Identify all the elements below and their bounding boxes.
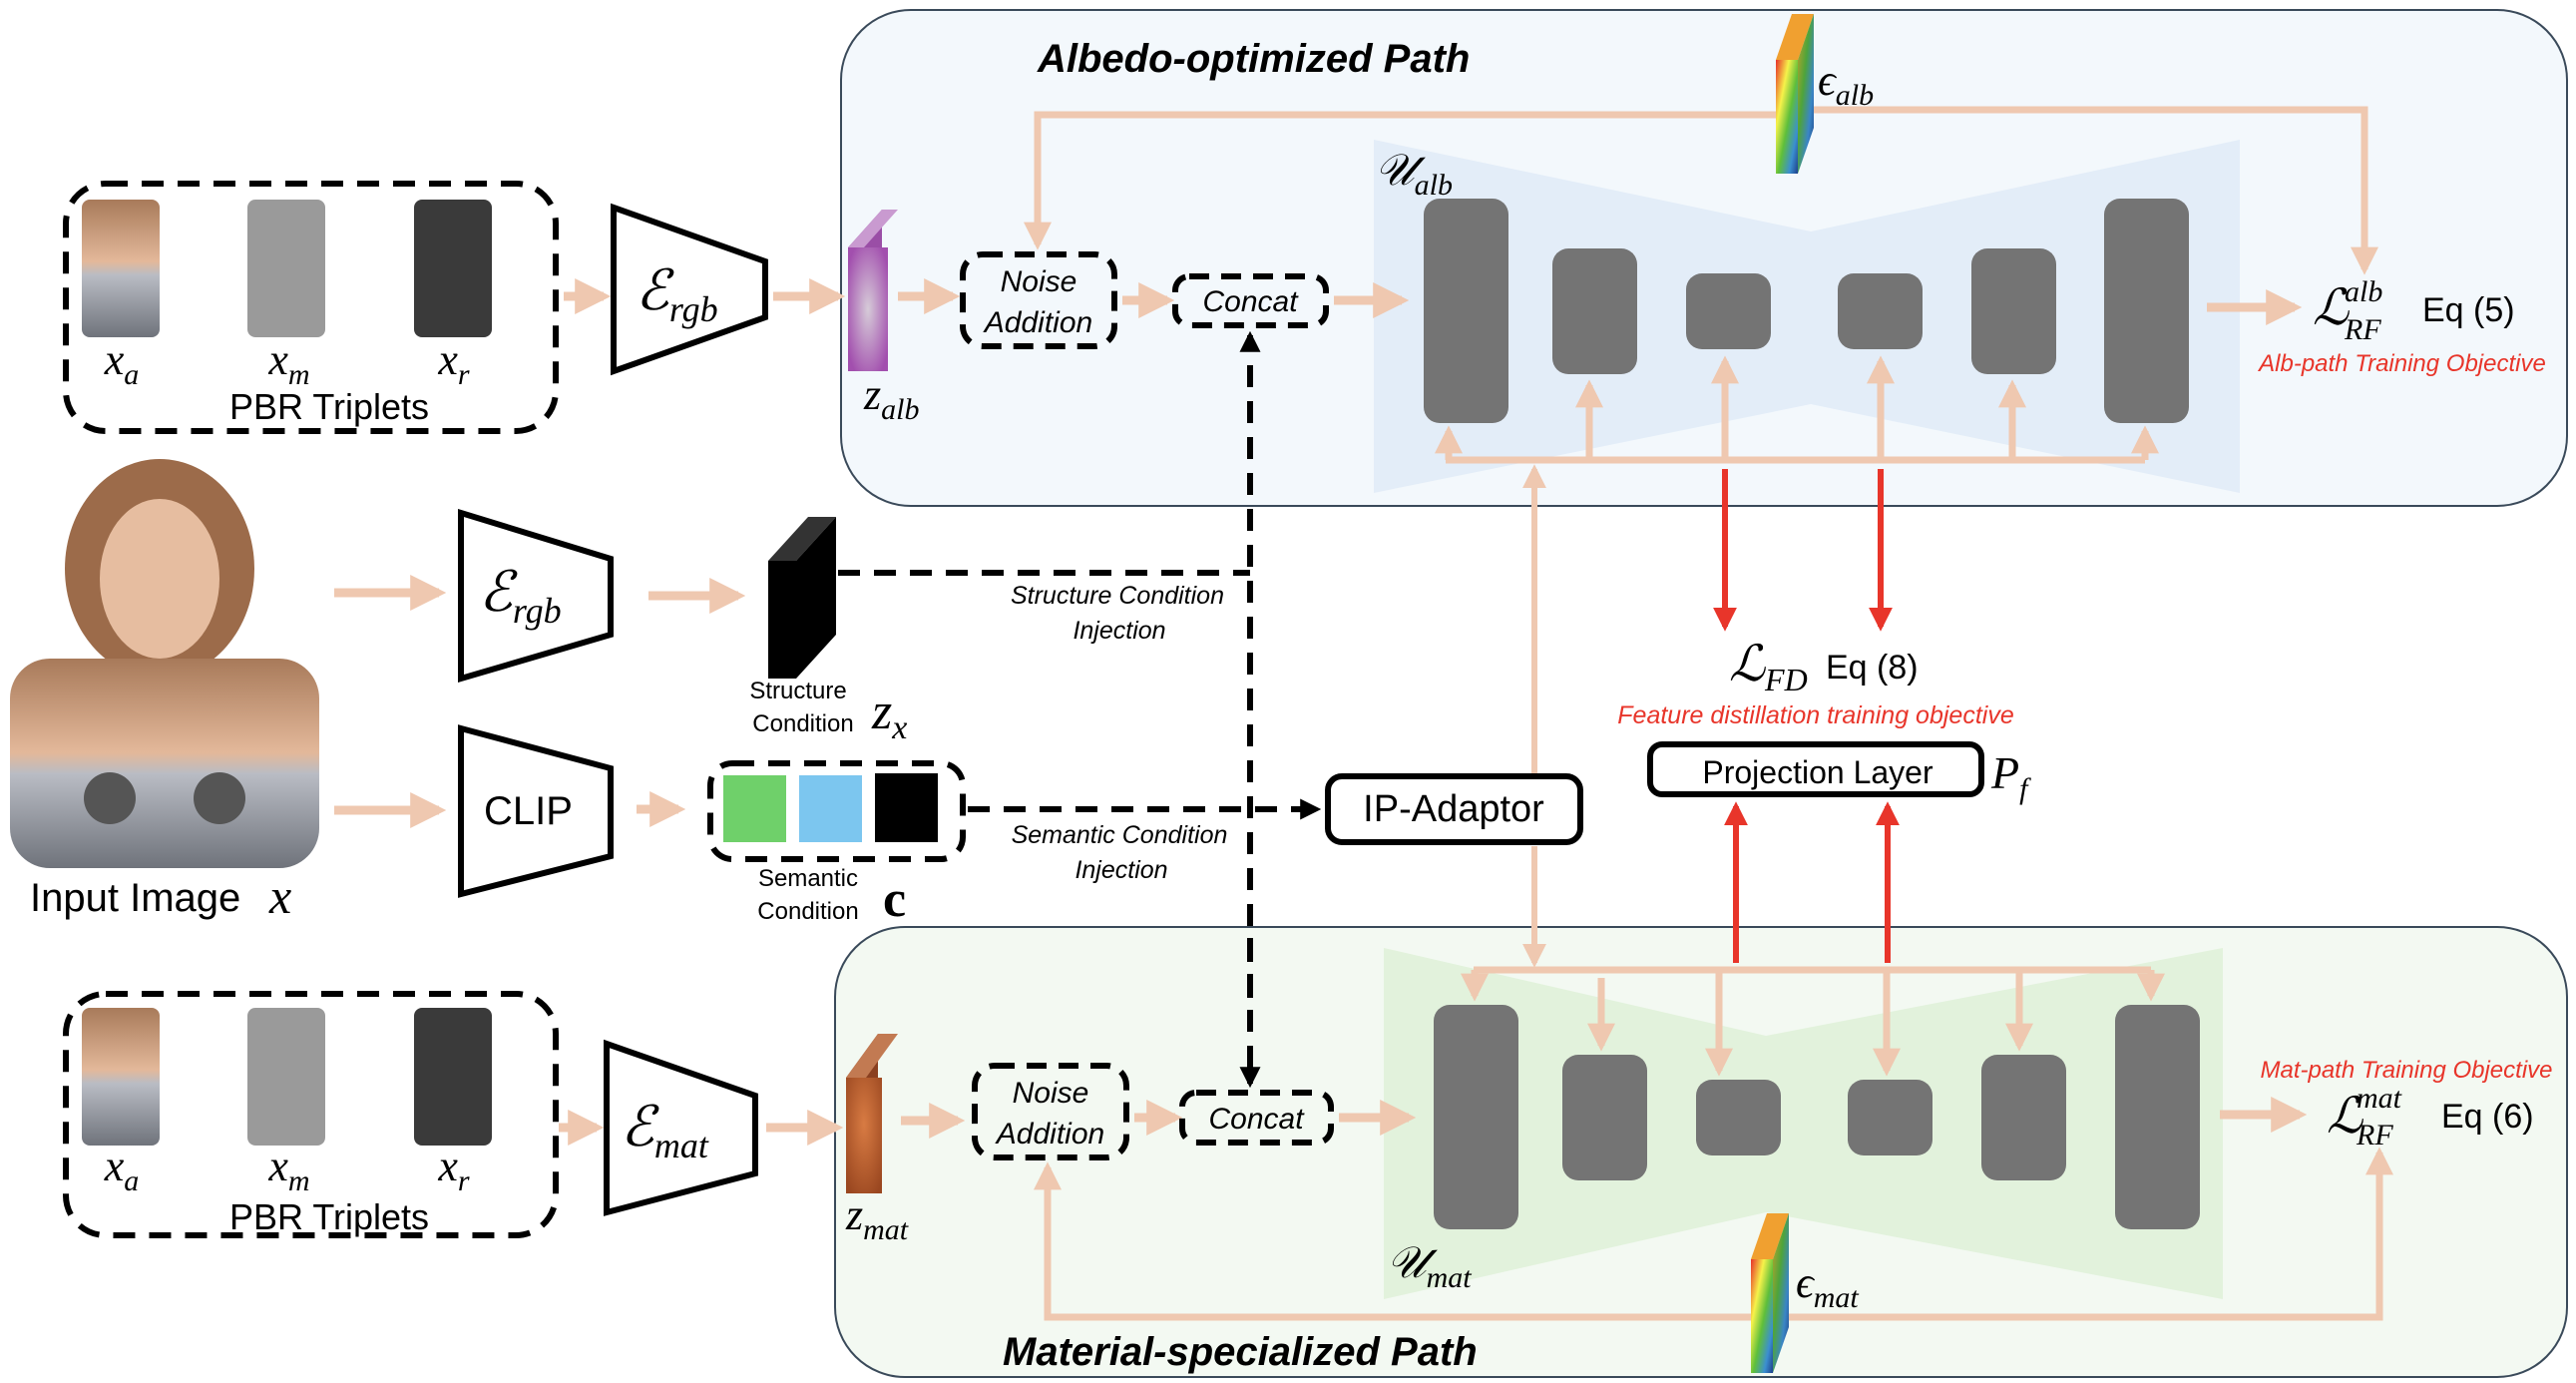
fd-objective-label: Feature distillation training objective xyxy=(1617,701,2013,729)
projection-symbol: Pf xyxy=(1990,747,2031,805)
pbr-albedo-thumbnail xyxy=(82,200,160,337)
material-loss-eq: Eq (6) xyxy=(2441,1098,2534,1136)
structure-injection-line1: Structure Condition xyxy=(1011,582,1224,610)
albedo-unet-block xyxy=(1424,199,1508,423)
pbr-metallic-thumbnail xyxy=(247,1008,325,1146)
ip-adaptor-box[interactable] xyxy=(1325,773,1583,845)
albedo-unet-block xyxy=(1686,273,1771,349)
albedo-path-title: Albedo-optimized Path xyxy=(1037,37,1470,81)
clip-encoder xyxy=(458,724,614,898)
input-image xyxy=(10,459,319,868)
input-image-label: Input Image xyxy=(30,876,240,920)
projection-layer-label: Projection Layer xyxy=(1702,754,1933,790)
fd-loss-eq: Eq (8) xyxy=(1826,649,1919,687)
structure-condition-line1: Structure xyxy=(749,678,846,704)
structure-condition-symbol: zx xyxy=(871,684,907,746)
structure-condition-line2: Condition xyxy=(752,710,853,737)
semantic-condition-box xyxy=(707,760,966,862)
pbr-label-xa: xa xyxy=(104,1142,140,1197)
pbr-label-xm: xm xyxy=(267,1142,309,1197)
input-encoder-label: ℰrgb xyxy=(479,562,562,631)
albedo-concat-label: Concat xyxy=(1202,285,1299,318)
semantic-token-green xyxy=(723,775,786,842)
input-image-symbol: x xyxy=(268,868,291,924)
albedo-encoder-label: ℰrgb xyxy=(636,260,718,329)
albedo-loss-eq: Eq (5) xyxy=(2422,291,2515,329)
pbr-label-xa: xa xyxy=(104,335,140,391)
material-loss-symbol: ℒ xyxy=(2327,1088,2363,1144)
pbr-roughness-thumbnail xyxy=(414,200,492,337)
albedo-noise-line1: Noise xyxy=(1001,265,1077,298)
albedo-encoder-rgb xyxy=(611,203,768,376)
material-unet-block xyxy=(1696,1080,1781,1155)
material-pbr-label: PBR Triplets xyxy=(229,1196,429,1237)
semantic-condition-line1: Semantic xyxy=(758,865,858,892)
material-noise-epsilon-prism xyxy=(1751,1213,1789,1373)
material-pbr-thumbnails xyxy=(82,1008,492,1146)
pbr-label-xr: xr xyxy=(437,1142,470,1197)
material-path-panel: Material-specialized Path 𝒰mat xa xm xr xyxy=(63,926,2568,1378)
albedo-loss-sub: RF xyxy=(2344,313,2381,346)
albedo-pbr-triplets-box xyxy=(63,181,559,434)
semantic-condition-symbol: c xyxy=(883,871,906,928)
material-noise-line1: Noise xyxy=(1013,1077,1089,1110)
fd-loss-symbol: ℒFD xyxy=(1729,636,1808,697)
material-path-title: Material-specialized Path xyxy=(1003,1330,1478,1374)
material-unet-block xyxy=(1848,1080,1932,1155)
material-pbr-triplets-box xyxy=(63,991,559,1238)
material-unet-block xyxy=(1434,1005,1518,1229)
material-encoder-mat xyxy=(604,1039,758,1216)
semantic-injection-line1: Semantic Condition xyxy=(1012,821,1228,849)
material-objective-label: Mat-path Training Objective xyxy=(2260,1057,2552,1084)
albedo-unet-label: 𝒰alb xyxy=(1375,146,1453,202)
albedo-pbr-thumbnails xyxy=(82,200,492,337)
material-noise-addition-box[interactable] xyxy=(972,1063,1129,1160)
material-loss-sub: RF xyxy=(2356,1119,2393,1152)
semantic-token-black xyxy=(875,773,938,842)
semantic-condition-line2: Condition xyxy=(757,898,858,925)
albedo-loss-sup: alb xyxy=(2345,275,2382,308)
structure-condition-prism xyxy=(768,517,836,679)
albedo-noise-addition-box[interactable] xyxy=(960,251,1117,349)
input-section: Input Image x ℰrgb Structure Condition z… xyxy=(10,330,1583,1089)
pbr-metallic-thumbnail xyxy=(247,200,325,337)
albedo-unet-block xyxy=(1552,248,1637,374)
albedo-noise-line2: Addition xyxy=(983,306,1092,339)
albedo-pbr-label: PBR Triplets xyxy=(229,386,429,427)
albedo-loss-symbol: ℒ xyxy=(2313,279,2350,335)
albedo-unet-block xyxy=(1971,248,2056,374)
material-unet-block xyxy=(2115,1005,2200,1229)
material-unet-block xyxy=(1562,1055,1647,1180)
material-unet-block xyxy=(1981,1055,2066,1180)
material-loss-sup: mat xyxy=(2357,1082,2402,1115)
albedo-unet-block xyxy=(2104,199,2189,423)
pbr-roughness-thumbnail xyxy=(414,1008,492,1146)
albedo-unet-block xyxy=(1838,273,1923,349)
material-noise-line2: Addition xyxy=(995,1118,1104,1151)
distillation-section: ℒFD Eq (8) Feature distillation training… xyxy=(1617,469,2031,963)
semantic-injection-line2: Injection xyxy=(1074,856,1167,884)
semantic-token-blue xyxy=(799,775,862,842)
material-concat-label: Concat xyxy=(1208,1103,1305,1136)
pbr-label-xr: xr xyxy=(437,335,470,391)
albedo-latent-label: zalb xyxy=(863,370,919,426)
material-latent-prism xyxy=(846,1034,898,1193)
albedo-path-panel: Albedo-optimized Path 𝒰alb xa xm xyxy=(63,9,2568,507)
pbr-albedo-thumbnail xyxy=(82,1008,160,1146)
albedo-objective-label: Alb-path Training Objective xyxy=(2257,350,2546,377)
clip-label: CLIP xyxy=(484,789,573,833)
structure-injection-line2: Injection xyxy=(1073,617,1165,645)
projection-layer-box[interactable] xyxy=(1647,741,1984,797)
material-noise-epsilon-label: ϵmat xyxy=(1796,1258,1859,1314)
pbr-label-xm: xm xyxy=(267,335,309,391)
ip-adaptor-label: IP-Adaptor xyxy=(1363,788,1544,830)
albedo-noise-epsilon-prism xyxy=(1776,14,1814,174)
input-encoder-rgb xyxy=(458,508,614,684)
albedo-latent-prism xyxy=(848,210,898,371)
material-encoder-label: ℰmat xyxy=(621,1097,709,1165)
material-latent-label: zmat xyxy=(845,1190,909,1246)
